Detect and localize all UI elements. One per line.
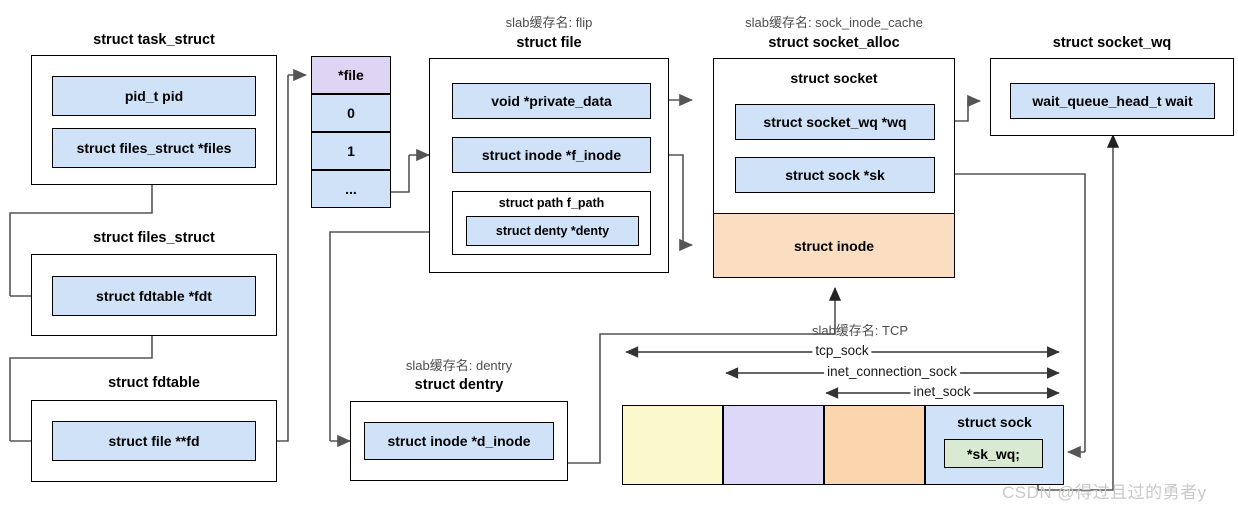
- tcp-slab-label: slab缓存名: TCP: [811, 323, 909, 338]
- span-label-inet-sock: inet_sock: [910, 384, 974, 399]
- sock-segment-2: [824, 405, 925, 485]
- socket-inner-title: struct socket: [790, 70, 878, 86]
- field-label: struct inode *d_inode: [387, 433, 531, 449]
- field-denty[interactable]: struct denty *denty: [466, 216, 639, 246]
- span-label-tcp-sock: tcp_sock: [812, 343, 872, 358]
- dentry-title: struct dentry: [414, 377, 504, 393]
- files-struct-title: struct files_struct: [93, 230, 215, 246]
- file-title: struct file: [516, 35, 582, 51]
- fdtable-title: struct fdtable: [108, 375, 200, 391]
- field-label: struct file **fd: [108, 433, 200, 449]
- field-private-data[interactable]: void *private_data: [452, 83, 651, 119]
- field-fdtable-fdt[interactable]: struct fdtable *fdt: [52, 276, 256, 316]
- field-label: pid_t pid: [124, 88, 184, 104]
- field-inode-d-inode[interactable]: struct inode *d_inode: [364, 422, 554, 460]
- socket-alloc-inode-section: struct inode: [713, 213, 955, 278]
- span-label-inet-connection-sock: inet_connection_sock: [824, 364, 960, 379]
- watermark: CSDN @得过且过的勇者y: [1002, 483, 1207, 502]
- field-label: struct denty *denty: [495, 224, 610, 238]
- socket-alloc-title: struct socket_alloc: [768, 35, 900, 51]
- field-wait-queue-head[interactable]: wait_queue_head_t wait: [1010, 83, 1215, 119]
- file-slab-label: slab缓存名: flip: [505, 15, 593, 30]
- fd-array-cell-file[interactable]: *file: [311, 56, 391, 94]
- fd-array-cell-label: ...: [345, 181, 357, 197]
- field-label: struct files_struct *files: [76, 140, 232, 156]
- sock-segment-1: [723, 405, 824, 485]
- field-file-fd[interactable]: struct file **fd: [52, 421, 256, 461]
- fd-array-cell-label: 1: [347, 143, 355, 159]
- field-files-struct-files[interactable]: struct files_struct *files: [52, 128, 256, 168]
- fd-array-cell-ellipsis[interactable]: ...: [311, 170, 391, 208]
- fd-array-cell-1[interactable]: 1: [311, 132, 391, 170]
- socket-wq-title: struct socket_wq: [1052, 35, 1172, 51]
- fd-array-cell-0[interactable]: 0: [311, 94, 391, 132]
- field-sk-wq[interactable]: *sk_wq;: [944, 439, 1043, 468]
- inode-label: struct inode: [793, 237, 875, 254]
- field-label: wait_queue_head_t wait: [1032, 93, 1193, 109]
- dentry-slab-label: slab缓存名: dentry: [405, 358, 513, 373]
- field-label: struct inode *f_inode: [481, 147, 622, 163]
- socket-alloc-slab-label: slab缓存名: sock_inode_cache: [745, 15, 923, 30]
- f-path-label: struct path f_path: [498, 196, 605, 210]
- field-pid-t-pid[interactable]: pid_t pid: [52, 76, 256, 116]
- field-label: struct socket_wq *wq: [763, 114, 907, 130]
- fd-array-cell-label: 0: [347, 105, 355, 121]
- field-label: void *private_data: [491, 93, 612, 109]
- field-sock-sk[interactable]: struct sock *sk: [735, 157, 935, 193]
- fd-array-cell-label: *file: [338, 67, 364, 83]
- field-inode-f-inode[interactable]: struct inode *f_inode: [452, 137, 651, 173]
- field-socket-wq-wq[interactable]: struct socket_wq *wq: [735, 104, 935, 140]
- field-label: *sk_wq;: [967, 445, 1020, 462]
- sock-segment-0: [622, 405, 723, 485]
- task-struct-title: struct task_struct: [93, 32, 215, 48]
- field-label: struct fdtable *fdt: [96, 288, 212, 304]
- struct-sock-label: struct sock: [957, 414, 1032, 430]
- field-label: struct sock *sk: [785, 167, 885, 183]
